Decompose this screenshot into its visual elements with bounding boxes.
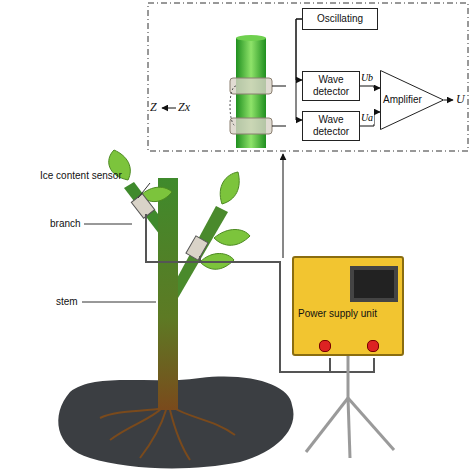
part-label: Ice content sensor [40, 170, 122, 182]
connector-knob [367, 340, 379, 352]
detector-box: Wave detector [302, 111, 360, 141]
signal-connector [360, 86, 380, 88]
node-text: Amplifier [383, 94, 422, 106]
part-label: branch [50, 218, 81, 230]
branch [176, 206, 228, 298]
detector-box: Wave detector [302, 71, 360, 101]
leaves [109, 150, 250, 269]
power-supply-box: Power supply unit [292, 256, 404, 356]
node-text: Power supply unit [298, 308, 398, 320]
ice-content-sensor [131, 194, 208, 260]
part-label: stem [56, 296, 78, 308]
z-arrow [162, 108, 176, 109]
sensor-cylinder [230, 35, 272, 148]
signal-name: Ub [360, 72, 374, 84]
process-box: Oscillating [302, 8, 378, 30]
roots [100, 408, 235, 460]
link-arrow [283, 154, 284, 258]
dashed-frame [148, 3, 468, 151]
amplifier-triangle: Amplifier [380, 70, 444, 130]
signal-connector [360, 112, 380, 126]
leader-line [82, 183, 156, 302]
node-text: Wave detector [306, 114, 356, 138]
signal-name: Ua [360, 112, 374, 124]
signal-name: Z [150, 101, 157, 113]
screen [350, 266, 398, 302]
node-text: Oscillating [317, 13, 363, 25]
output-arrow [444, 100, 453, 101]
node-text: Wave detector [306, 74, 356, 98]
connector-knob [319, 340, 331, 352]
stem [158, 178, 178, 410]
signal-connector [296, 19, 378, 120]
signal-name: U [456, 93, 465, 105]
sensor-wire [272, 86, 286, 126]
tripod [306, 356, 394, 458]
signal-name: Zx [178, 101, 190, 113]
